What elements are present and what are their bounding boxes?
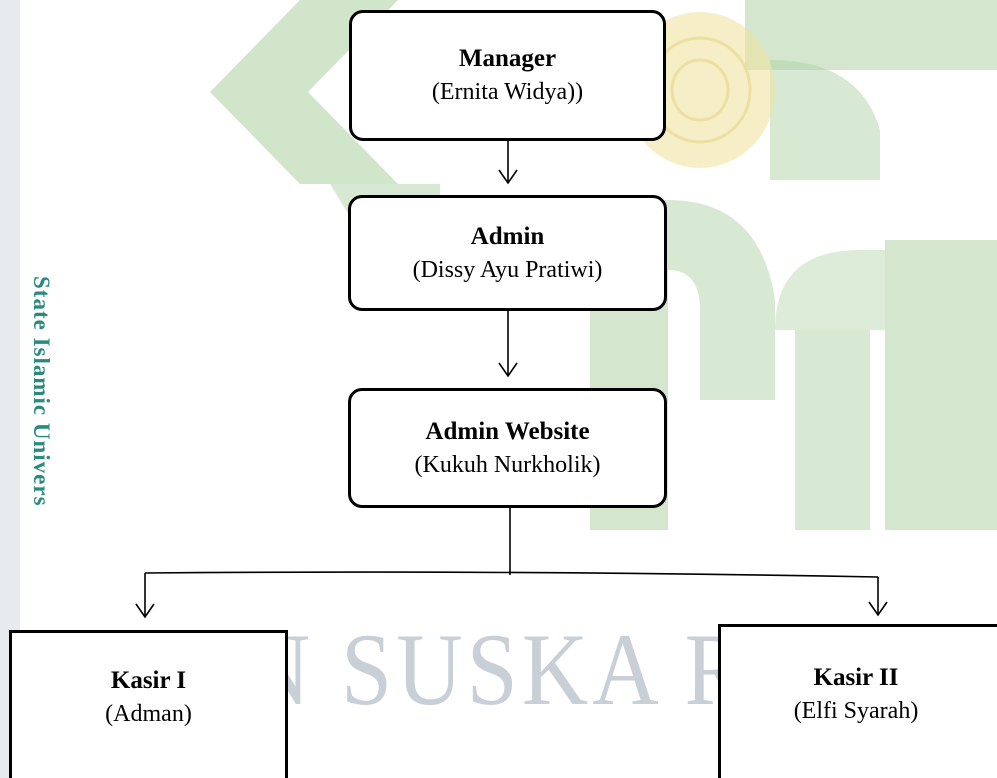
arrowhead-adminwebsite-icon <box>498 362 518 378</box>
node-admin-website-title: Admin Website <box>425 417 590 445</box>
arrowhead-kasir1-icon <box>135 603 155 619</box>
arrowhead-kasir2-icon <box>868 601 888 617</box>
node-kasir-2-title: Kasir II <box>813 663 899 691</box>
node-kasir-1-name: (Adman) <box>105 700 192 727</box>
node-admin: Admin (Dissy Ayu Pratiwi) <box>348 195 667 311</box>
node-admin-name: (Dissy Ayu Pratiwi) <box>412 256 603 283</box>
node-admin-title: Admin <box>470 222 545 250</box>
node-manager: Manager (Ernita Widya)) <box>349 10 666 141</box>
node-kasir-1: Kasir I (Adman) <box>9 630 288 778</box>
watermark-arabic-shapes <box>545 0 997 530</box>
left-margin-strip <box>0 0 20 778</box>
arrowhead-admin-icon <box>498 169 518 185</box>
node-kasir-1-title: Kasir I <box>110 666 187 694</box>
node-manager-title: Manager <box>458 45 557 73</box>
connector-horizontal-branch <box>144 571 879 578</box>
node-admin-website-name: (Kukuh Nurkholik) <box>414 451 601 478</box>
sidebar-university-text: State Islamic Univers <box>29 276 54 507</box>
node-kasir-2-name: (Elfi Syarah) <box>793 697 919 724</box>
node-admin-website: Admin Website (Kukuh Nurkholik) <box>348 388 667 508</box>
node-manager-name: (Ernita Widya)) <box>431 79 584 106</box>
node-kasir-2: Kasir II (Elfi Syarah) <box>718 624 997 778</box>
